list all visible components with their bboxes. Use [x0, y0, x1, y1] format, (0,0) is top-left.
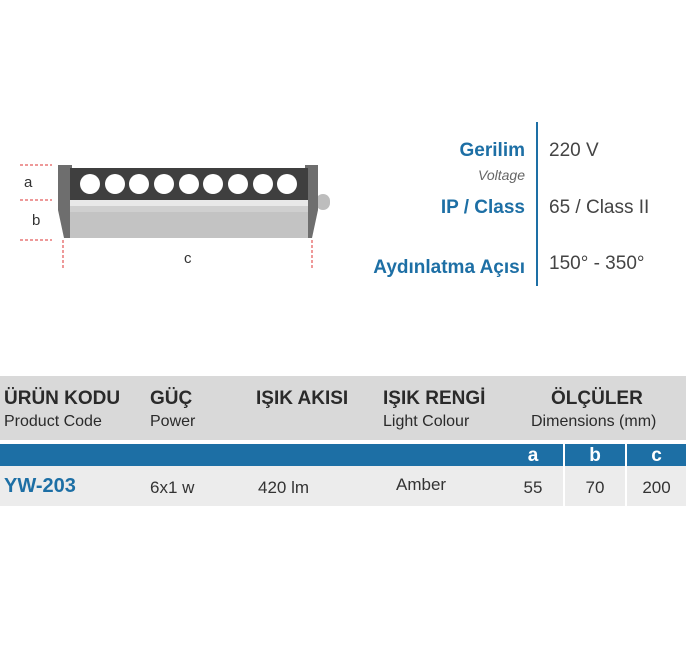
- spec-voltage-value: 220 V: [549, 140, 599, 161]
- row-dim-divider: [563, 466, 565, 506]
- right-end-cap: [305, 165, 318, 238]
- lamp-stripe: [70, 200, 308, 206]
- led: [105, 174, 125, 194]
- led: [228, 174, 248, 194]
- led: [179, 174, 199, 194]
- row-product-code: YW-203: [4, 475, 76, 497]
- dim-header-c: c: [651, 445, 662, 466]
- cable-connector: [316, 194, 330, 210]
- col-power-subtitle: Power: [150, 413, 196, 430]
- led: [277, 174, 297, 194]
- spec-angle-label: Aydınlatma Açısı: [373, 257, 525, 278]
- dim-header-a: a: [527, 445, 539, 466]
- led-row: [80, 174, 297, 194]
- lamp-stripe-2: [70, 206, 308, 212]
- row-power: 6x1 w: [150, 478, 195, 497]
- dimension-label-c: c: [184, 250, 192, 267]
- col-colour-title: IŞIK RENGİ: [383, 388, 486, 409]
- col-code-subtitle: Product Code: [4, 413, 102, 430]
- spec-voltage-sublabel: Voltage: [478, 167, 525, 183]
- row-colour: Amber: [396, 475, 447, 494]
- left-end-cap: [58, 165, 72, 238]
- col-code-title: ÜRÜN KODU: [4, 388, 121, 409]
- table-header-band: [0, 376, 686, 440]
- table-subheader-band: [0, 444, 686, 466]
- spec-ip-label: IP / Class: [440, 197, 525, 218]
- lamp-drawing: [20, 164, 330, 268]
- spec-voltage-label: Gerilim: [459, 140, 525, 161]
- led: [154, 174, 174, 194]
- row-dim-c: 200: [642, 478, 671, 497]
- row-dim-b: 70: [585, 478, 605, 497]
- col-dimensions-subtitle: Dimensions (mm): [531, 413, 657, 430]
- col-flux-title: IŞIK AKISI: [256, 388, 349, 409]
- led: [129, 174, 149, 194]
- col-power-title: GÜÇ: [150, 388, 193, 409]
- col-dimensions-title: ÖLÇÜLER: [551, 388, 643, 409]
- spec-ip-value: 65 / Class II: [549, 197, 650, 218]
- table-row: [0, 466, 686, 506]
- dimension-label-b: b: [32, 212, 41, 229]
- row-dim-divider: [625, 466, 627, 506]
- row-flux: 420 lm: [258, 478, 310, 497]
- lamp-body: [70, 212, 308, 238]
- col-colour-subtitle: Light Colour: [383, 413, 470, 430]
- dim-header-b: b: [589, 445, 601, 466]
- spec-angle-value: 150° - 350°: [549, 253, 645, 274]
- dim-header-divider: [563, 444, 565, 466]
- led: [80, 174, 100, 194]
- spec-divider: [536, 122, 538, 286]
- dimension-label-a: a: [24, 174, 33, 191]
- led: [203, 174, 223, 194]
- dim-header-divider: [625, 444, 627, 466]
- row-dim-a: 55: [523, 478, 543, 497]
- led: [253, 174, 273, 194]
- product-diagram: [0, 150, 350, 280]
